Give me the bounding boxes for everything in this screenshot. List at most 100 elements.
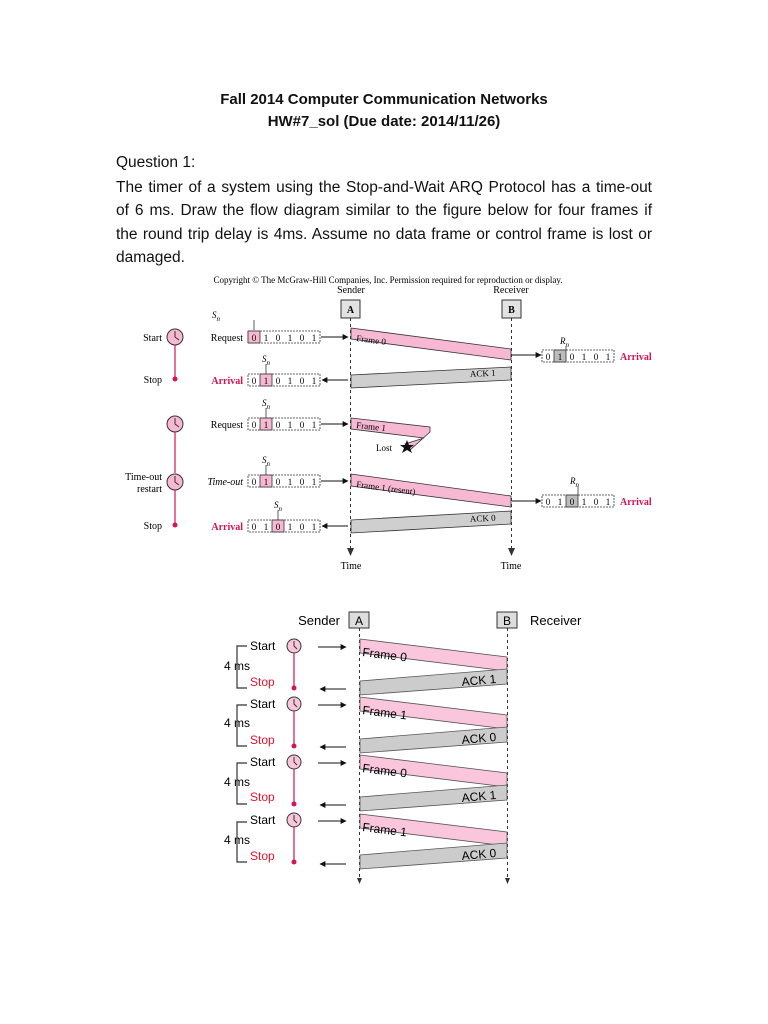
f2-ack-band-2 bbox=[359, 726, 508, 754]
svg-text:0: 0 bbox=[276, 477, 281, 487]
svg-text:0: 0 bbox=[252, 420, 257, 430]
svg-text:1: 1 bbox=[264, 333, 269, 343]
svg-text:0: 0 bbox=[594, 352, 599, 362]
f2-stop-label-2: Stop bbox=[250, 733, 275, 747]
svg-text:0: 0 bbox=[276, 376, 281, 386]
f1-arrival-label-2: Arrival bbox=[211, 522, 243, 533]
f1-seq-row-request-1: Sn Request 0 1 0 1 0 1 bbox=[211, 310, 349, 344]
f2-stop-label-4: Stop bbox=[250, 849, 275, 863]
f1-seq-row-arrival-1: Sn Arrival 0 1 0 1 0 1 bbox=[211, 354, 348, 387]
svg-text:1: 1 bbox=[558, 497, 563, 507]
f1-frame0-band bbox=[350, 327, 512, 361]
f1-node-b-label: B bbox=[508, 305, 515, 316]
f2-ack-band-3 bbox=[359, 784, 508, 812]
svg-text:0: 0 bbox=[276, 333, 281, 343]
f2-stop-label-1: Stop bbox=[250, 675, 275, 689]
f1-seq-row-arrival-2: Sn Arrival 0 1 0 1 0 1 bbox=[211, 500, 348, 533]
f1-stop-label-2: Stop bbox=[144, 521, 162, 532]
svg-text:0: 0 bbox=[570, 352, 575, 362]
svg-text:1: 1 bbox=[312, 376, 317, 386]
f1-frame1-resent-band bbox=[350, 473, 512, 508]
f1-sn-label-1: Sn bbox=[212, 310, 221, 323]
f2-frame-label-4: Frame 1 bbox=[362, 820, 408, 839]
svg-text:1: 1 bbox=[606, 352, 611, 362]
f2-frame-label-2: Frame 1 bbox=[362, 703, 408, 722]
svg-text:1: 1 bbox=[606, 497, 611, 507]
svg-text:1: 1 bbox=[288, 522, 293, 532]
f2-cycle-3: Frame 0 ACK 1 4 ms Start Stop bbox=[224, 754, 508, 812]
svg-text:1: 1 bbox=[264, 376, 269, 386]
f1-clock-hands-1 bbox=[174, 331, 180, 341]
svg-text:1: 1 bbox=[312, 420, 317, 430]
svg-text:0: 0 bbox=[300, 376, 305, 386]
f1-receiver-row-1: Rn 0 1 0 1 0 1 Arrival bbox=[512, 336, 652, 363]
f1-lost-star-icon bbox=[400, 440, 414, 453]
f2-node-b-label: B bbox=[503, 614, 511, 628]
f1-clock-hands-3 bbox=[174, 476, 180, 486]
svg-text:0: 0 bbox=[252, 333, 257, 343]
f2-bracket-2 bbox=[236, 704, 247, 747]
f2-cycle-4: Frame 1 ACK 0 4 ms Start Stop bbox=[224, 812, 508, 870]
svg-text:0: 0 bbox=[252, 477, 257, 487]
f1-rn-label-2: Rn bbox=[569, 476, 580, 489]
f2-start-label-1: Start bbox=[250, 639, 276, 653]
svg-text:0: 0 bbox=[300, 522, 305, 532]
f2-sender-end-arrow bbox=[357, 878, 362, 884]
svg-text:0: 0 bbox=[546, 352, 551, 362]
f2-node-a-label: A bbox=[355, 614, 363, 628]
svg-text:1: 1 bbox=[288, 333, 293, 343]
figure1: Copyright © The McGraw-Hill Companies, I… bbox=[125, 275, 652, 572]
svg-text:Arrival: Arrival bbox=[620, 352, 652, 363]
f2-cycle-1: Frame 0 ACK 1 4 ms Start Stop bbox=[224, 638, 508, 696]
svg-text:0: 0 bbox=[546, 497, 551, 507]
svg-text:1: 1 bbox=[288, 477, 293, 487]
f2-receiver-end-arrow bbox=[505, 878, 510, 884]
document-title-line2: HW#7_sol (Due date: 2014/11/26) bbox=[267, 113, 501, 130]
f2-ack-label-2: ACK 0 bbox=[461, 730, 497, 747]
f2-ack-band-4 bbox=[359, 842, 508, 870]
f2-ack-band-1 bbox=[359, 668, 508, 696]
copyright-text: Copyright © The McGraw-Hill Companies, I… bbox=[213, 275, 562, 285]
f2-ack-label-3: ACK 1 bbox=[461, 788, 497, 805]
svg-text:0: 0 bbox=[300, 420, 305, 430]
svg-text:0: 0 bbox=[276, 522, 281, 532]
f1-ack0-band bbox=[350, 510, 512, 534]
f2-receiver-label: Receiver bbox=[530, 613, 582, 628]
f2-start-label-3: Start bbox=[250, 755, 276, 769]
svg-text:Sn: Sn bbox=[274, 500, 283, 513]
f1-receiver-time-label: Time bbox=[501, 561, 522, 572]
svg-text:1: 1 bbox=[582, 497, 587, 507]
svg-text:Sn: Sn bbox=[262, 455, 271, 468]
f1-arrival-label-1: Arrival bbox=[211, 376, 243, 387]
f1-clock-hands-2 bbox=[174, 418, 180, 428]
question-heading: Question 1: bbox=[116, 154, 196, 171]
f1-restart-label: restart bbox=[137, 484, 162, 495]
svg-text:1: 1 bbox=[312, 522, 317, 532]
svg-text:0: 0 bbox=[594, 497, 599, 507]
f1-lost-label: Lost bbox=[376, 443, 393, 453]
f1-timeout-label: Time-out bbox=[125, 472, 162, 483]
f1-stop-label-1: Stop bbox=[144, 375, 162, 386]
f2-stop-dot-4 bbox=[291, 859, 297, 865]
f1-sender-time-label: Time bbox=[341, 561, 362, 572]
f1-sender-label: Sender bbox=[337, 285, 365, 296]
f1-node-a-label: A bbox=[347, 305, 355, 316]
svg-text:Sn: Sn bbox=[262, 398, 271, 411]
question-text: The timer of a system using the Stop-and… bbox=[116, 179, 652, 266]
f1-timeout-row-label: Time-out bbox=[207, 477, 243, 488]
f1-request-label-1: Request bbox=[211, 333, 243, 344]
f1-receiver-time-arrow bbox=[508, 548, 515, 556]
f1-seq-row-timeout: Sn Time-out 0 1 0 1 0 1 bbox=[207, 455, 349, 488]
svg-text:1: 1 bbox=[264, 477, 269, 487]
f2-stop-dot-1 bbox=[291, 685, 297, 691]
svg-text:0: 0 bbox=[300, 333, 305, 343]
f2-ack-label-1: ACK 1 bbox=[461, 672, 497, 689]
f2-frame-label-1: Frame 0 bbox=[362, 645, 408, 664]
f2-stop-dot-2 bbox=[291, 743, 297, 749]
f1-ack0-label: ACK 0 bbox=[470, 513, 497, 524]
f2-bracket-1 bbox=[236, 645, 247, 689]
f2-start-label-4: Start bbox=[250, 813, 276, 827]
f1-seq-row-request-2: Sn Request 0 1 0 1 0 1 bbox=[211, 398, 349, 431]
f2-ack-label-4: ACK 0 bbox=[461, 846, 497, 863]
